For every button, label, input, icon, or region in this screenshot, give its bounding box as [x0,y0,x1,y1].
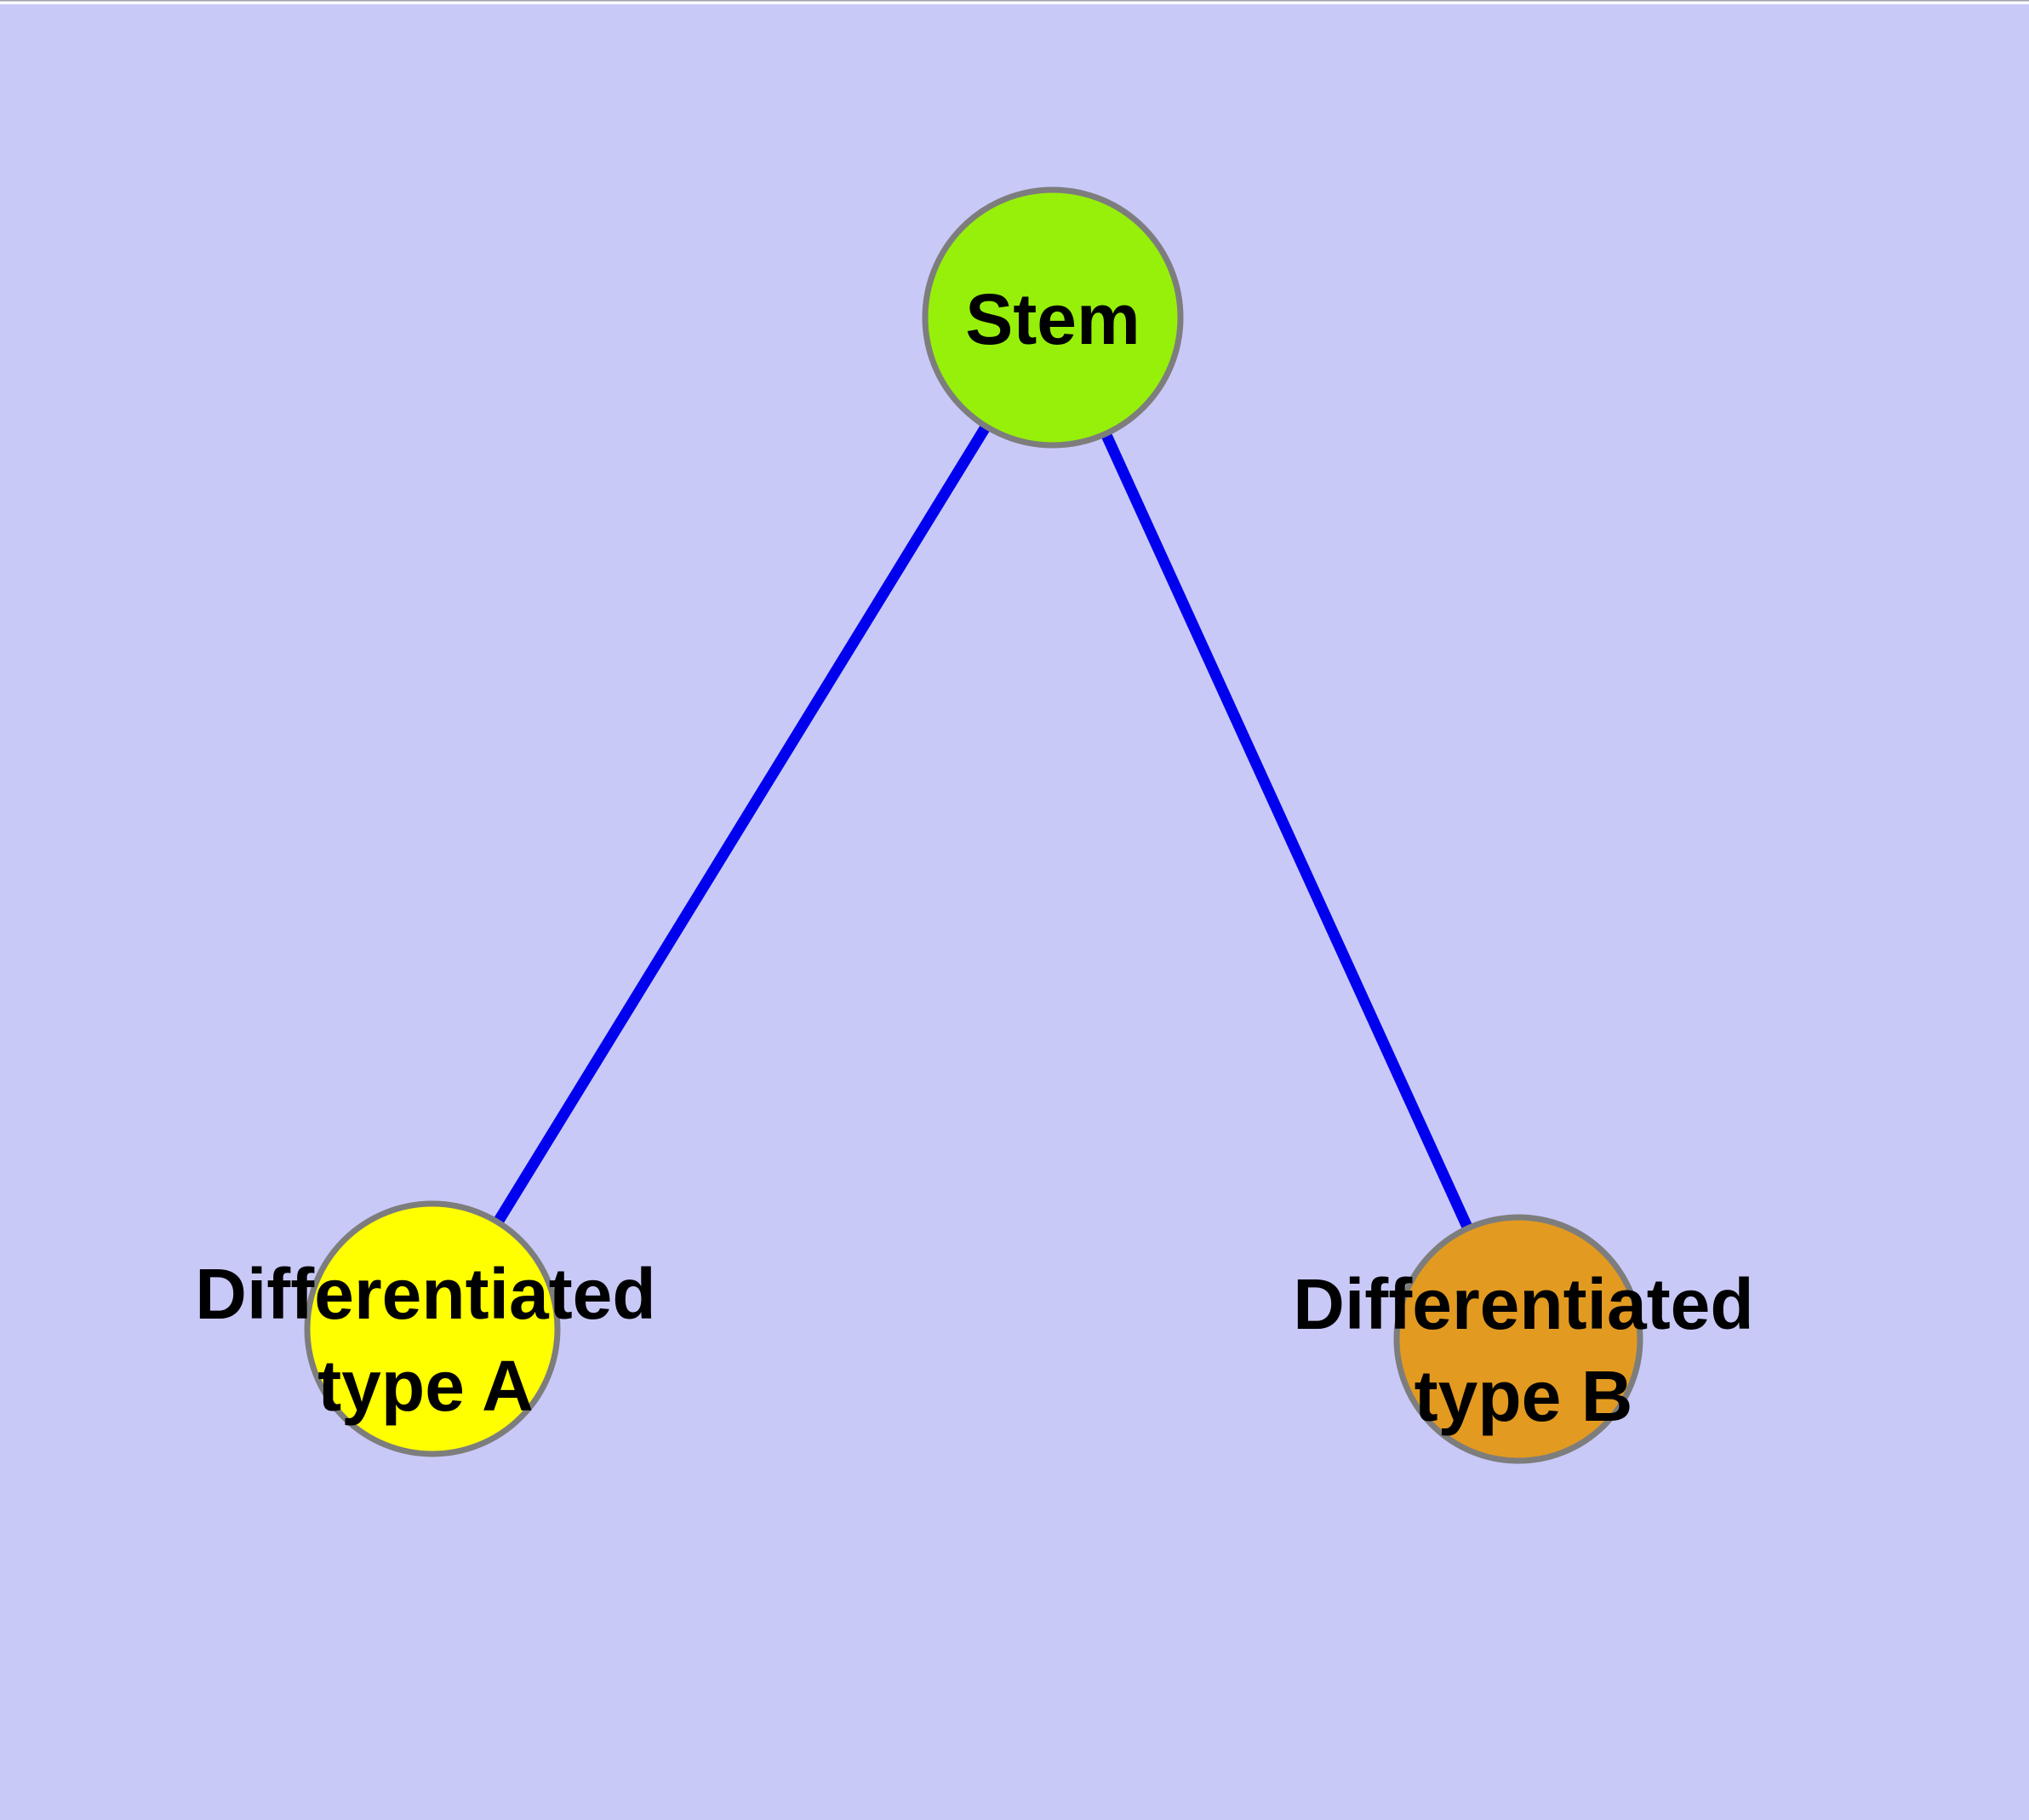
window-top-edge-strip [0,1,2029,4]
window-top-edge-line [0,0,2029,2]
node-stem-circle [922,186,1184,449]
node-type-b-label-line1: Differentiated [1293,1264,1753,1344]
node-type-b-label-line2: type B [1415,1356,1633,1436]
node-type-a-label-line2: type A [317,1346,534,1426]
edge-stem-to-type-a [427,314,1058,1332]
node-type-b-circle [1393,1214,1643,1464]
edge-stem-to-type-b [1048,315,1523,1342]
node-type-a-circle [304,1200,561,1457]
node-type-a-label-line1: Differentiated [195,1254,655,1334]
node-stem-label: Stem [965,279,1140,359]
